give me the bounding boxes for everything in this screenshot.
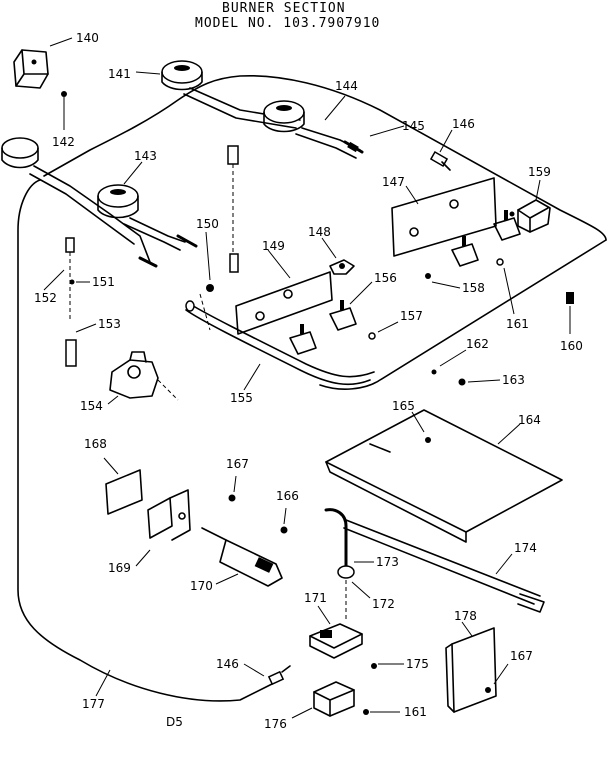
label-164: 164 (518, 413, 541, 427)
label-141: 141 (108, 67, 131, 81)
part-163-screw (458, 378, 466, 386)
part-152-electrode (65, 237, 75, 320)
part-156-valve (289, 300, 357, 355)
label-147: 147 (382, 175, 405, 189)
part-151-ring (69, 279, 75, 285)
label-142: 142 (52, 135, 75, 149)
part-174-rod (343, 519, 545, 613)
part-166-screw (280, 526, 288, 534)
model-number: MODEL NO. 103.7907910 (195, 16, 380, 31)
part-167-screw (228, 494, 236, 502)
label-143: 143 (134, 149, 157, 163)
part-158-screw (425, 273, 431, 279)
label-160: 160 (560, 339, 583, 353)
part-144-burner (263, 100, 361, 159)
part-147-bracket (391, 177, 497, 257)
part-169-bracket (147, 489, 191, 541)
label-158: 158 (462, 281, 485, 295)
label-174: 174 (514, 541, 537, 555)
part-162-nut (431, 369, 437, 375)
label-173: 173 (376, 555, 399, 569)
label-163: 163 (502, 373, 525, 387)
label-169: 169 (108, 561, 131, 575)
label-167-lower: 167 (510, 649, 533, 663)
label-157: 157 (400, 309, 423, 323)
label-154: 154 (80, 399, 103, 413)
part-140-bracket (13, 49, 49, 89)
label-178: 178 (454, 609, 477, 623)
part-172-tube (324, 508, 355, 620)
label-168: 168 (84, 437, 107, 451)
part-150-screw (206, 284, 214, 292)
part-143-burner (97, 184, 198, 251)
part-170-igniter (201, 527, 283, 587)
label-155: 155 (230, 391, 253, 405)
part-146-spud (429, 151, 451, 171)
part-154-regulator (109, 351, 179, 401)
label-165: 165 (392, 399, 415, 413)
part-178-panel (445, 627, 497, 713)
part-176-bracket (313, 681, 355, 717)
label-170: 170 (190, 579, 213, 593)
label-148: 148 (308, 225, 331, 239)
label-177: 177 (82, 697, 105, 711)
burner-frame (17, 74, 607, 702)
front-left-burner (1, 137, 158, 268)
footer-code: D5 (166, 715, 183, 729)
part-168-label (105, 469, 143, 515)
label-176: 176 (264, 717, 287, 731)
label-167: 167 (226, 457, 249, 471)
label-171: 171 (304, 591, 327, 605)
label-151: 151 (92, 275, 115, 289)
label-175: 175 (406, 657, 429, 671)
part-148-valve (329, 259, 355, 275)
part-159-valve (509, 199, 551, 233)
label-152: 152 (34, 291, 57, 305)
label-140: 140 (76, 31, 99, 45)
label-159: 159 (528, 165, 551, 179)
part-160-clip (566, 292, 574, 304)
part-167-lower-screw (485, 687, 491, 693)
label-149: 149 (262, 239, 285, 253)
part-146-lower-spud (267, 665, 291, 686)
part-164-shield (325, 409, 563, 543)
label-166: 166 (276, 489, 299, 503)
part-142-screw (61, 91, 67, 97)
part-153-tube (65, 339, 77, 367)
part-155-manifold (185, 293, 375, 386)
part-171-valve (309, 623, 363, 659)
label-162: 162 (466, 337, 489, 351)
label-156: 156 (374, 271, 397, 285)
part-175-screw (371, 663, 377, 669)
label-153: 153 (98, 317, 121, 331)
label-150: 150 (196, 217, 219, 231)
label-144: 144 (335, 79, 358, 93)
part-150-igniter (227, 145, 239, 273)
part-141-burner (161, 60, 301, 129)
part-161-screw (363, 709, 369, 715)
label-145: 145 (402, 119, 425, 133)
part-145-orifice (343, 140, 364, 154)
label-161: 161 (506, 317, 529, 331)
part-147-valves (451, 210, 521, 267)
label-146-lower: 146 (216, 657, 239, 671)
part-157-ring (368, 332, 376, 340)
label-172: 172 (372, 597, 395, 611)
part-161-ring (496, 258, 504, 266)
part-165-screw (425, 437, 431, 443)
diagram-title: BURNER SECTION (222, 1, 346, 16)
label-146: 146 (452, 117, 475, 131)
part-149-bracket (235, 271, 333, 335)
label-161-lower: 161 (404, 705, 427, 719)
